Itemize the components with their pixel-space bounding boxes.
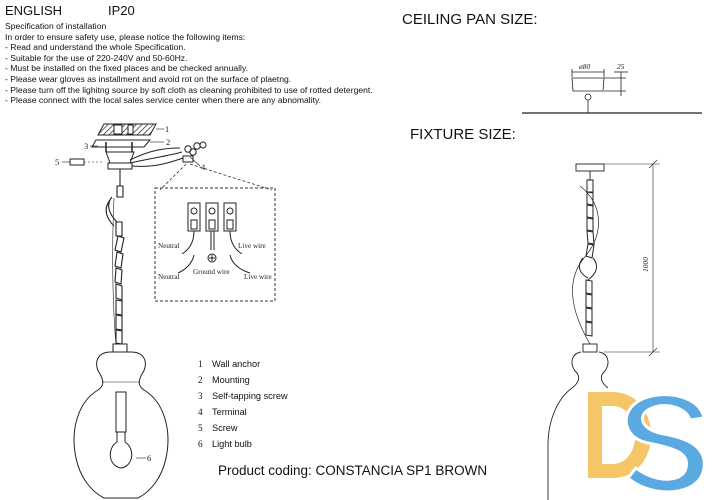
part-item: 5 Screw — [198, 423, 238, 433]
part-item: 3 Self-tapping screw — [198, 391, 288, 401]
product-coding: Product coding: CONSTANCIA SP1 BROWN — [218, 463, 488, 478]
part-item: 2 Mounting — [198, 375, 250, 385]
part-number: 6 — [198, 439, 203, 449]
wiring-label-ground: Ground wire — [193, 268, 230, 276]
wiring-label-live-top: Live wire — [238, 242, 266, 250]
part-label: Screw — [212, 423, 238, 433]
ceiling-plate — [97, 123, 157, 136]
language-label: ENGLISH — [5, 3, 63, 18]
part-label: Light bulb — [212, 439, 252, 449]
callout-numbers: 1 2 3 4 5 6 — [55, 124, 206, 463]
part-item: 4 Terminal — [198, 407, 247, 417]
spec-line: - Must be installed on the fixed places … — [5, 63, 249, 74]
fixture-drawing — [547, 159, 660, 500]
wall-anchor-icon — [113, 124, 123, 135]
ds-logo — [588, 392, 706, 494]
wiring-label-neutral-top: Neutral — [158, 242, 180, 250]
spec-line: - Read and understand the whole Specific… — [5, 42, 186, 53]
fixture-height-label: 1000 — [641, 257, 650, 272]
spec-line: - Suitable for the use of 220-240V and 5… — [5, 52, 188, 63]
ceiling-pan-size-title: CEILING PAN SIZE: — [402, 11, 538, 28]
part-item: 6 Light bulb — [198, 439, 252, 449]
part-number: 1 — [198, 359, 203, 369]
part-label: Self-tapping screw — [212, 391, 288, 401]
installation-drawing — [62, 123, 207, 499]
part-label: Terminal — [212, 407, 247, 417]
callout-3: 3 — [84, 141, 88, 151]
light-bulb-icon — [109, 431, 133, 469]
canopy — [105, 151, 135, 164]
part-label: Wall anchor — [212, 359, 261, 369]
wiring-label-neutral-bottom: Neutral — [158, 273, 180, 281]
callout-6: 6 — [147, 453, 151, 463]
ceiling-pan-diameter-label: ø80 — [578, 62, 591, 71]
spec-title: Specification of installation — [5, 21, 107, 31]
part-number: 3 — [198, 391, 203, 401]
callout-1: 1 — [165, 124, 169, 134]
ip-rating-label: IP20 — [108, 3, 135, 18]
part-item: 1 Wall anchor — [198, 359, 260, 369]
part-number: 5 — [198, 423, 203, 433]
spec-line: - Please wear gloves as installment and … — [5, 73, 292, 84]
mounting-bracket — [91, 139, 152, 148]
screw-icon — [69, 158, 85, 166]
part-number: 4 — [198, 407, 203, 417]
chain — [105, 169, 125, 345]
part-number: 2 — [198, 375, 203, 385]
part-label: Mounting — [212, 375, 250, 385]
ceiling-pan-drawing — [522, 69, 702, 114]
spec-line: In order to ensure safety use, please no… — [5, 31, 246, 42]
wiring-label-live-bottom: Live wire — [244, 273, 272, 281]
fixture-size-title: FIXTURE SIZE: — [410, 126, 516, 143]
ceiling-pan-height-label: 25 — [617, 62, 625, 71]
spec-line: - Please turn off the lighitng source by… — [5, 84, 373, 95]
callout-2: 2 — [166, 137, 170, 147]
spec-line: - Please connect with the local sales se… — [5, 95, 322, 106]
callout-4: 4 — [201, 162, 206, 172]
specification-block: Specification of installation In order t… — [5, 21, 373, 106]
wiring-detail: Neutral Live wire Neutral Ground wire Li… — [154, 163, 276, 302]
callout-5: 5 — [55, 157, 59, 167]
